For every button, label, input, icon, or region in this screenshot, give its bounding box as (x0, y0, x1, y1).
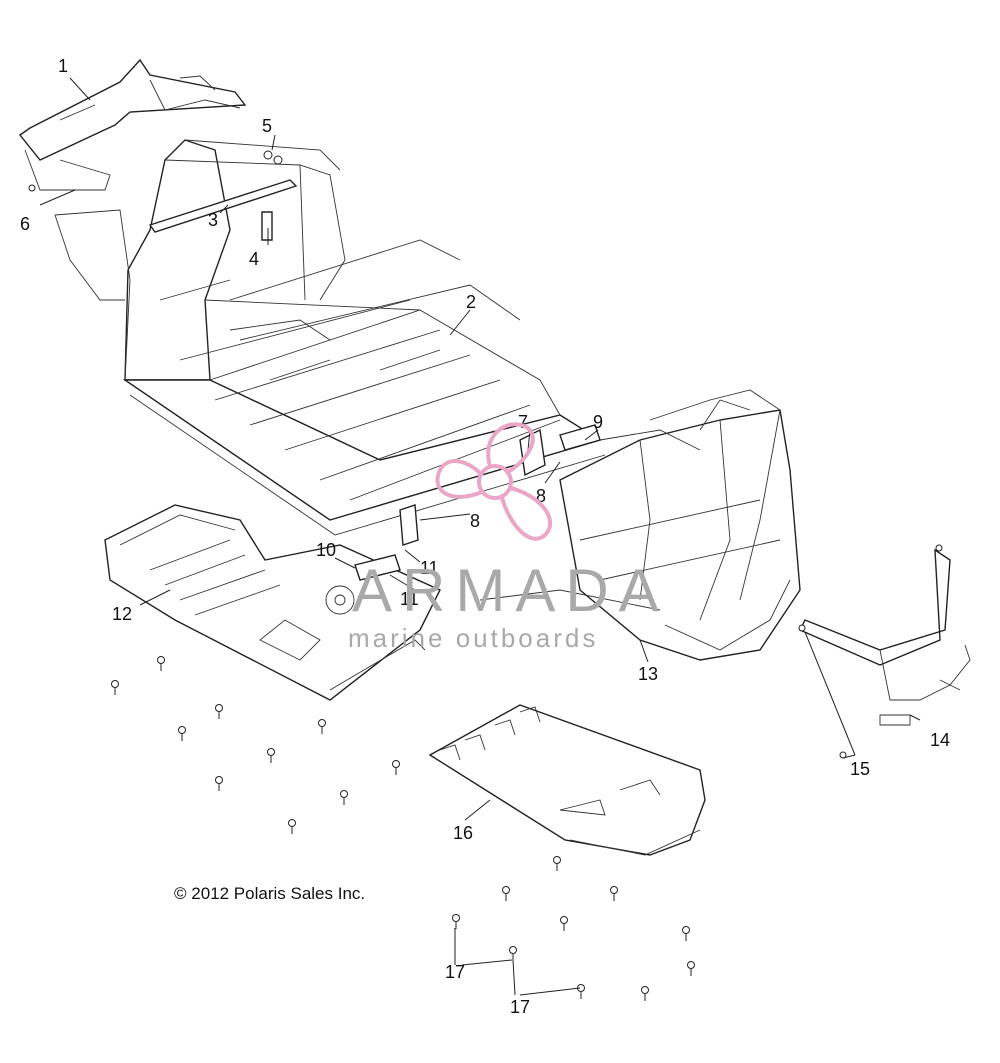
callout-1: 2 (466, 292, 476, 312)
front-skid-plate (104, 504, 441, 701)
nut-icon (798, 624, 806, 632)
copyright-notice: © 2012 Polaris Sales Inc. (174, 884, 366, 903)
nut-icon (340, 790, 348, 805)
callout-17-upper: 9 (593, 412, 603, 432)
nut-icon (509, 946, 517, 961)
nut-icon (178, 726, 186, 741)
nut-icon (610, 886, 618, 901)
nut-icon (273, 155, 283, 165)
rear-bumper (799, 548, 971, 726)
callout-4: 1 (58, 56, 68, 76)
mount-bracket (261, 211, 273, 241)
callout-11-lower: 8 (470, 511, 480, 531)
callout-9: 4 (249, 249, 259, 269)
nut-icon (502, 886, 510, 901)
nut-icon (215, 704, 223, 719)
callout-8-upper: 6 (20, 214, 30, 234)
nut-icon (682, 926, 690, 941)
nut-icon (111, 680, 119, 695)
nut-icon (318, 719, 326, 734)
nut-icon (577, 984, 585, 999)
leader-lines (39, 77, 921, 996)
callout-7: 14 (930, 730, 950, 750)
watermark-logo (435, 422, 552, 541)
nut-icon (687, 961, 695, 976)
watermark-subtitle: marine outboards (348, 623, 599, 653)
nut-icon (267, 748, 275, 763)
watermark-title: ARMADA (352, 557, 669, 624)
callout-11-upper: 7 (518, 412, 528, 432)
callout-14: 12 (112, 604, 132, 624)
nut-icon (215, 776, 223, 791)
frame-link-plates (354, 424, 601, 581)
rear-skid-plate (428, 704, 706, 856)
nut-icon (28, 184, 36, 192)
callout-16: 11 (400, 589, 419, 609)
callout-15: 13 (638, 664, 658, 684)
rear-rack-assembly (18, 58, 247, 191)
nut-icon (157, 656, 165, 671)
fastener-group (28, 150, 943, 1001)
callout-6: 17 (445, 962, 465, 982)
callout-5: 17 (510, 997, 530, 1017)
nut-icon (263, 150, 273, 160)
callout-3: 16 (453, 823, 473, 843)
cross-brace (148, 179, 298, 233)
nut-icon (641, 986, 649, 1001)
callout-17-lower: 10 (316, 540, 336, 560)
nut-icon (553, 856, 561, 871)
nut-icon (452, 914, 460, 929)
callout-2: 3 (208, 210, 218, 230)
nut-icon (392, 760, 400, 775)
nut-icon (935, 544, 943, 552)
callout-10: 5 (262, 116, 272, 136)
callout-8-lower: 15 (850, 759, 870, 779)
callout-13: 8 (536, 486, 546, 506)
nut-icon (288, 819, 296, 834)
main-frame (54, 139, 801, 661)
callout-labels: 1 2 3 4 5 6 7 8 8 9 10 11 11 12 13 14 15… (20, 56, 950, 1017)
callout-12: 11 (420, 558, 439, 578)
propeller-icon (435, 422, 552, 541)
nut-icon (560, 916, 568, 931)
